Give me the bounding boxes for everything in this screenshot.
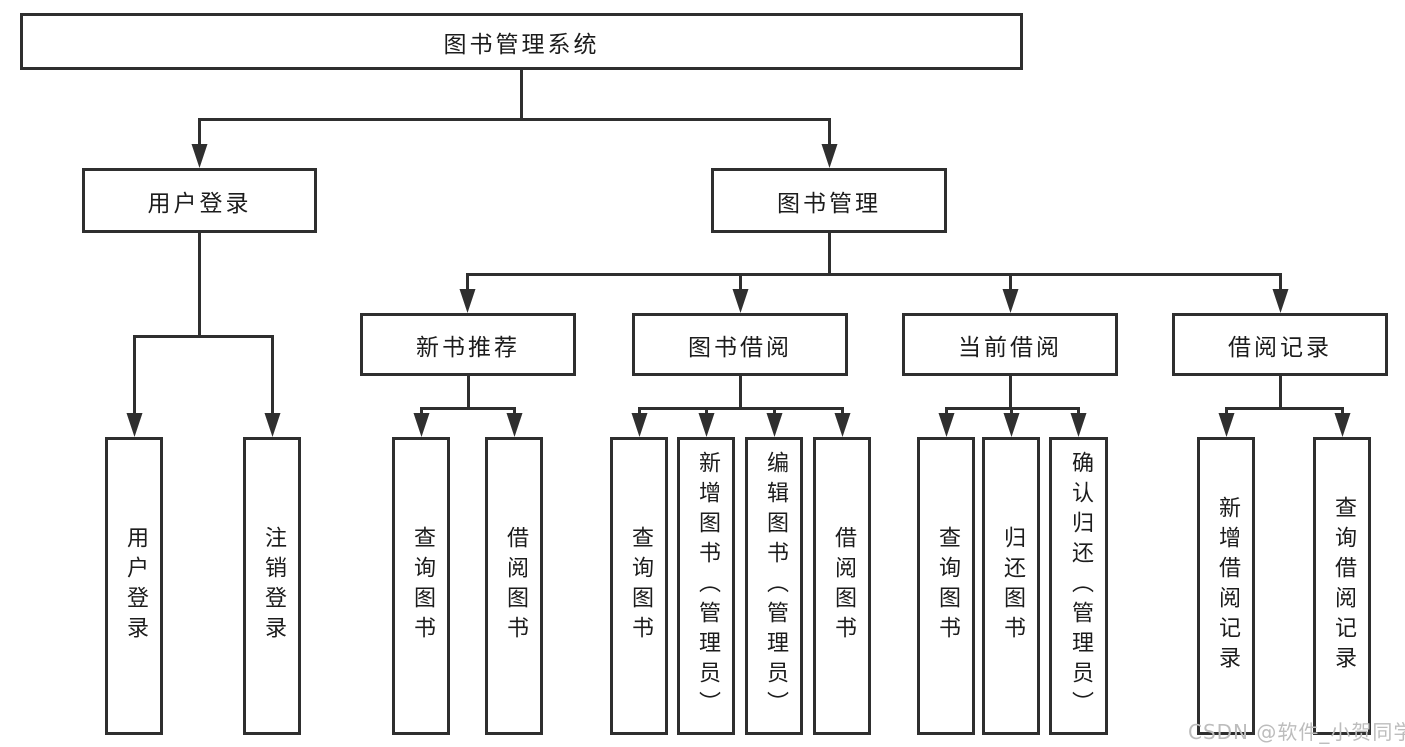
arrowhead (459, 289, 476, 313)
node-leaf-add-book-admin: 新增图书（管理员） (677, 437, 735, 735)
node-library-management-system: 图书管理系统 (20, 13, 1023, 70)
node-book-management: 图书管理 (711, 168, 947, 233)
arrowhead (126, 413, 143, 437)
node-leaf-add-borrow-record: 新增借阅记录 (1197, 437, 1255, 735)
node-user-login: 用户登录 (82, 168, 317, 233)
arrowhead (1218, 413, 1235, 437)
arrowhead (766, 413, 783, 437)
arrowhead (1334, 413, 1351, 437)
node-leaf-user-login: 用户登录 (105, 437, 163, 735)
arrowhead (631, 413, 648, 437)
arrowhead (413, 413, 430, 437)
arrowhead (1002, 289, 1019, 313)
arrowhead (191, 144, 208, 168)
node-leaf-query-borrow-record: 查询借阅记录 (1313, 437, 1371, 735)
arrowhead (821, 144, 838, 168)
node-borrow-record: 借阅记录 (1172, 313, 1388, 376)
node-leaf-borrow-book-1: 借阅图书 (485, 437, 543, 735)
arrowhead (506, 413, 523, 437)
node-leaf-edit-book-admin: 编辑图书（管理员） (745, 437, 803, 735)
node-book-borrow: 图书借阅 (632, 313, 848, 376)
node-new-book-recommend: 新书推荐 (360, 313, 576, 376)
arrowhead (834, 413, 851, 437)
node-leaf-query-book-1: 查询图书 (392, 437, 450, 735)
node-leaf-logout: 注销登录 (243, 437, 301, 735)
arrowhead (1272, 289, 1289, 313)
node-leaf-confirm-return-admin: 确认归还（管理员） (1049, 437, 1108, 735)
arrowhead (264, 413, 281, 437)
node-leaf-query-book-3: 查询图书 (917, 437, 975, 735)
arrowhead (1003, 413, 1020, 437)
node-leaf-query-book-2: 查询图书 (610, 437, 668, 735)
node-leaf-return-book: 归还图书 (982, 437, 1040, 735)
arrowhead (698, 413, 715, 437)
arrowhead (732, 289, 749, 313)
node-leaf-borrow-book-2: 借阅图书 (813, 437, 871, 735)
node-current-borrow: 当前借阅 (902, 313, 1118, 376)
arrowhead (938, 413, 955, 437)
watermark: CSDN @软件_小贺同学 (1188, 720, 1405, 744)
arrowhead (1070, 413, 1087, 437)
